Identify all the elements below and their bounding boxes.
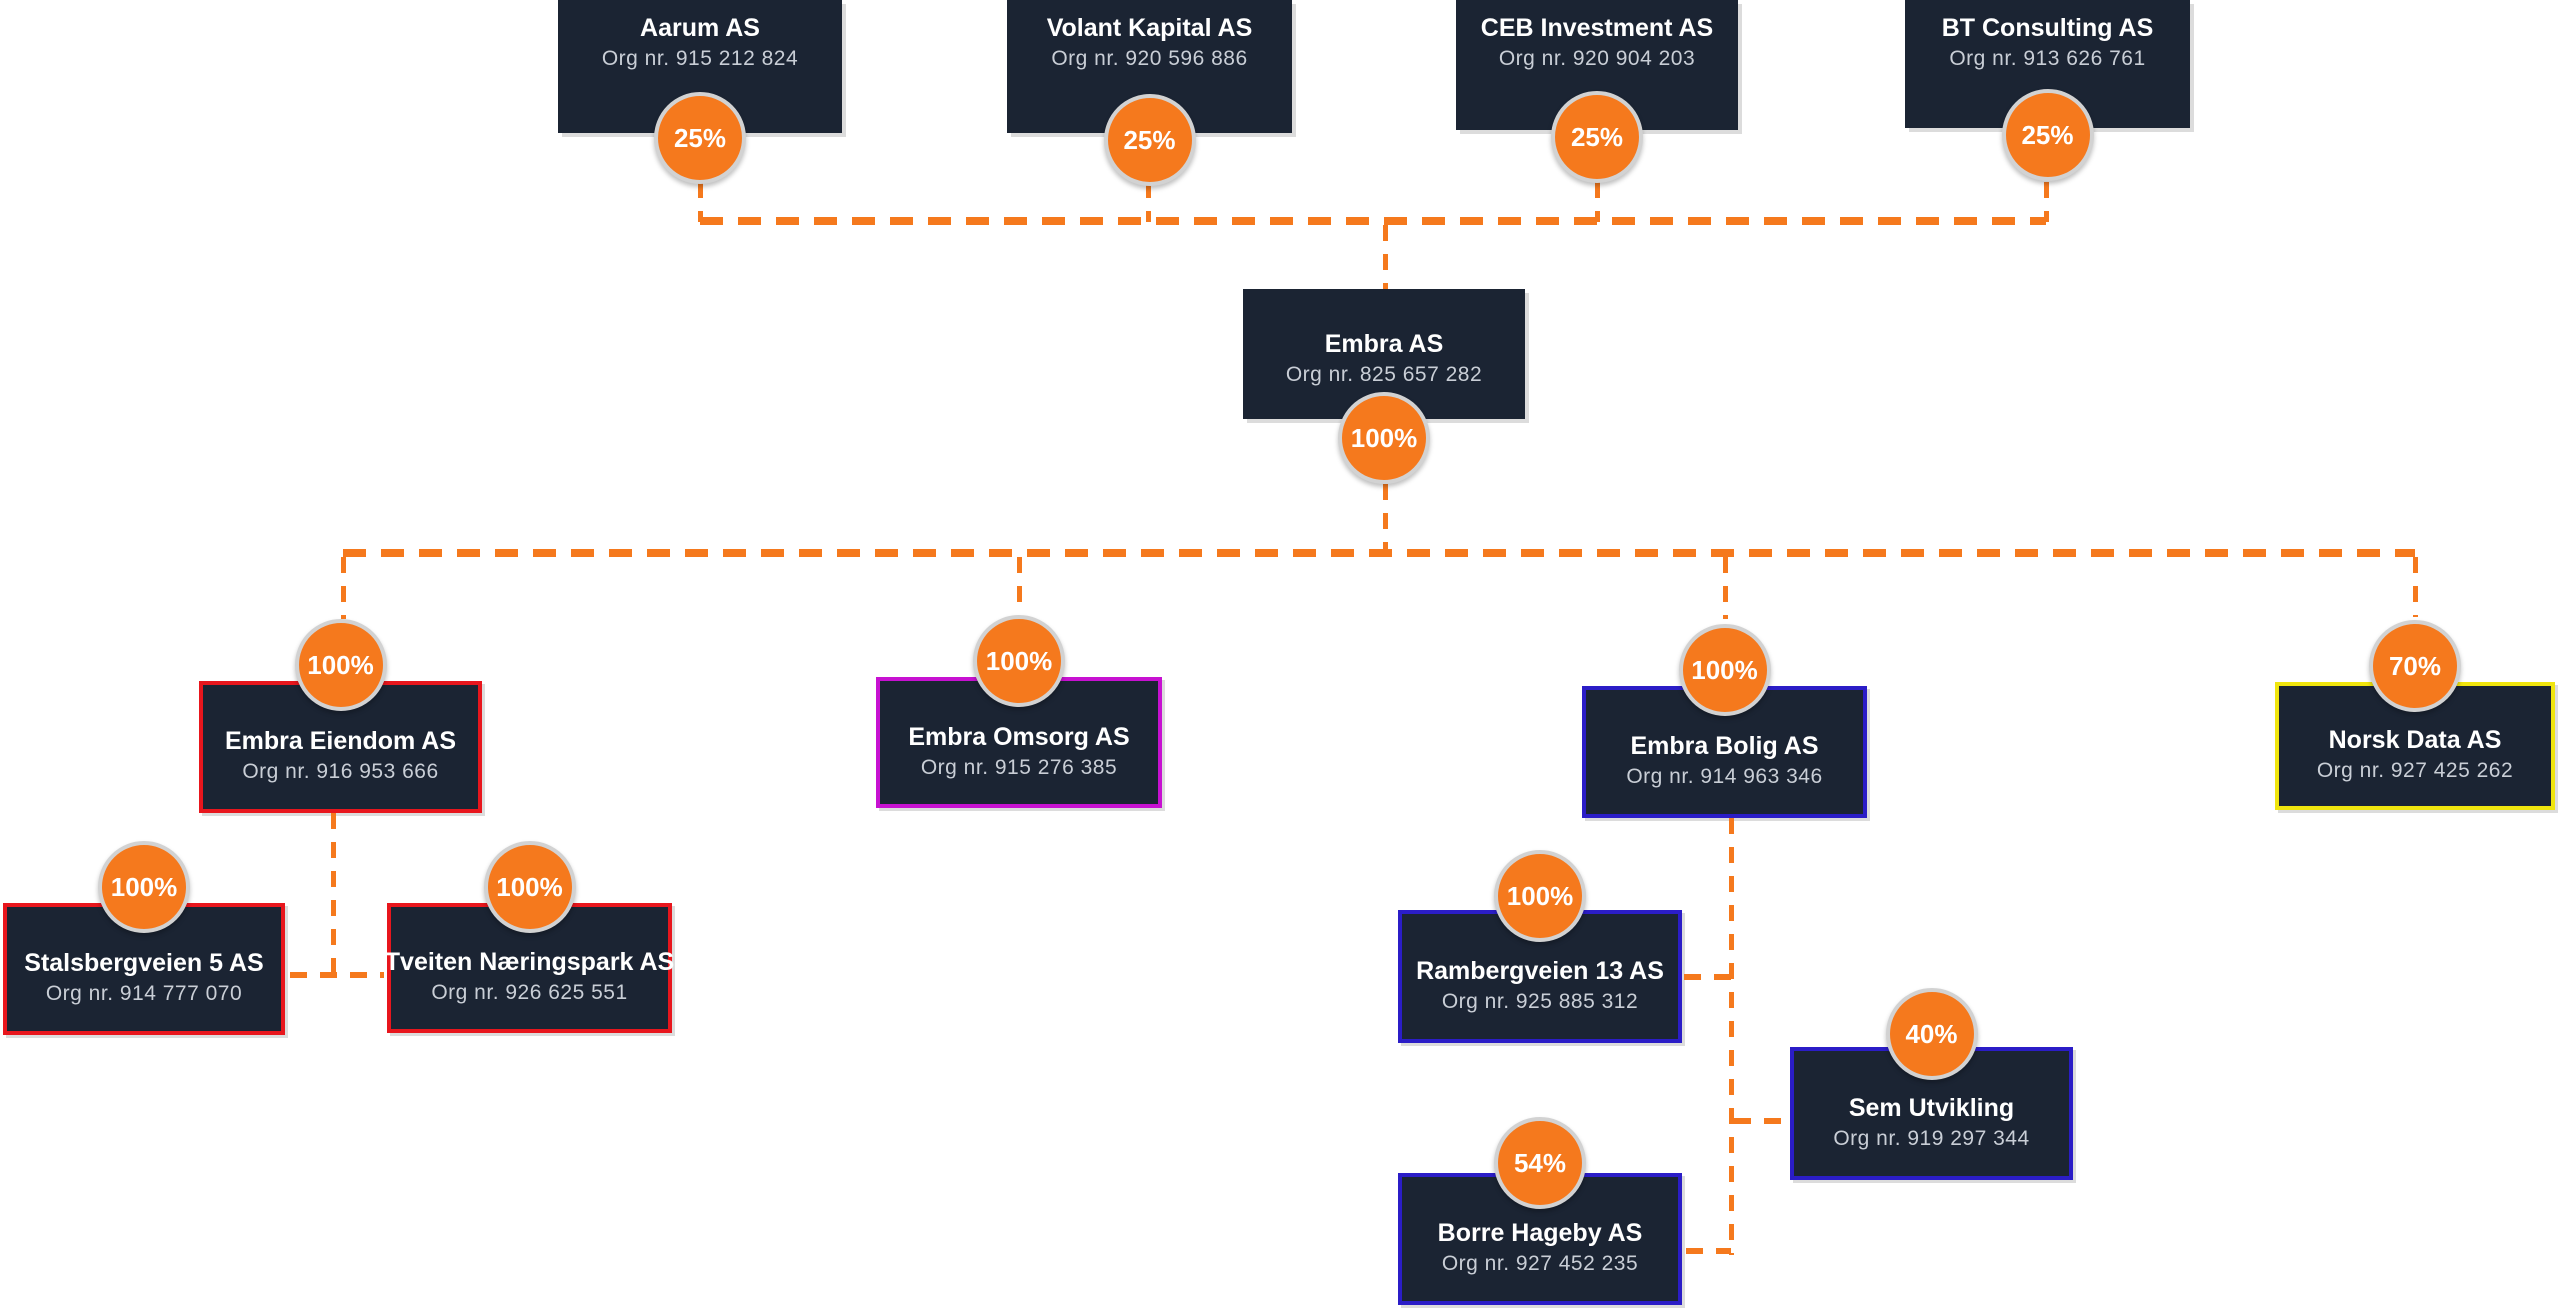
ownership-percentage: 70% — [2388, 650, 2442, 681]
company-node-omsorg: 100% Embra Omsorg AS Org nr. 915 276 385 — [876, 615, 1162, 808]
company-name: BT Consulting AS — [1941, 14, 2154, 42]
ownership-percentage-badge: 54% — [1494, 1117, 1586, 1209]
company-node-aarum: 25% Aarum AS Org nr. 915 212 824 — [558, 0, 842, 184]
ownership-percentage-badge: 25% — [2001, 89, 2094, 181]
company-name: Embra Bolig AS — [1630, 732, 1819, 760]
ownership-percentage: 100% — [1506, 880, 1574, 911]
company-name: Borre Hageby AS — [1437, 1219, 1643, 1247]
company-org-number: Org nr. 920 596 886 — [1051, 47, 1248, 70]
company-node-bolig: 100% Embra Bolig AS Org nr. 914 963 346 — [1582, 624, 1867, 818]
ownership-percentage-badge: 100% — [1678, 624, 1771, 716]
ownership-connector-line — [1734, 1118, 1788, 1124]
ownership-percentage: 54% — [1513, 1147, 1567, 1178]
ownership-connector-line — [1723, 557, 1728, 619]
company-name: Sem Utvikling — [1848, 1093, 2015, 1122]
company-org-number: Org nr. 915 276 385 — [920, 755, 1118, 779]
company-name: Embra Eiendom AS — [224, 727, 457, 755]
ownership-percentage: 100% — [307, 649, 374, 680]
ownership-connector-line — [1686, 1248, 1731, 1254]
ownership-connector-line — [698, 182, 703, 222]
ownership-percentage: 100% — [496, 871, 563, 902]
ownership-connector-line — [1017, 557, 1022, 611]
company-org-number: Org nr. 926 625 551 — [431, 981, 628, 1004]
company-name: Embra AS — [1324, 330, 1444, 358]
company-org-number: Org nr. 925 885 312 — [1441, 989, 1639, 1013]
company-name: Aarum AS — [640, 14, 760, 42]
ownership-connector-line — [343, 549, 2415, 557]
ownership-connector-line — [1383, 484, 1388, 550]
company-name: Volant Kapital AS — [1046, 14, 1253, 42]
ownership-percentage: 25% — [1123, 124, 1176, 155]
ownership-percentage: 25% — [2021, 119, 2074, 150]
company-org-number: Org nr. 913 626 761 — [1949, 47, 2146, 70]
ownership-connector-line — [1383, 225, 1388, 289]
ownership-percentage: 100% — [1691, 654, 1758, 685]
company-node-volant: 25% Volant Kapital AS Org nr. 920 596 88… — [1007, 0, 1292, 186]
ownership-percentage: 25% — [673, 122, 727, 153]
company-name: Embra Omsorg AS — [908, 722, 1130, 751]
ownership-percentage: 100% — [110, 871, 178, 902]
ownership-percentage: 40% — [1905, 1018, 1958, 1049]
ownership-percentage-badge: 100% — [1338, 392, 1430, 484]
ownership-percentage-badge: 100% — [98, 841, 190, 933]
ownership-percentage-badge: 25% — [654, 92, 746, 184]
company-node-embra: 100% Embra AS Org nr. 825 657 282 — [1243, 289, 1525, 484]
company-node-sem: 40% Sem Utvikling Org nr. 919 297 344 — [1790, 988, 2073, 1180]
ownership-connector-line — [1684, 974, 1731, 980]
ownership-percentage: 25% — [1570, 121, 1624, 152]
ownership-percentage-badge: 40% — [1885, 988, 1978, 1080]
company-org-number: Org nr. 914 777 070 — [45, 982, 243, 1005]
ownership-connector-line — [1595, 182, 1600, 222]
ownership-percentage-badge: 100% — [973, 615, 1065, 707]
ownership-connector-line — [341, 557, 346, 619]
ownership-percentage-badge: 100% — [483, 841, 576, 933]
ownership-connector-line — [2413, 557, 2418, 617]
ownership-connector-line — [1729, 818, 1734, 1255]
company-org-number: Org nr. 914 963 346 — [1626, 765, 1823, 788]
ownership-percentage-badge: 25% — [1103, 94, 1196, 186]
ownership-connector-line — [1146, 182, 1151, 222]
company-node-tveiten: 100% Tveiten Næringspark AS Org nr. 926 … — [384, 841, 675, 1033]
company-node-ceb: 25% CEB Investment AS Org nr. 920 904 20… — [1456, 0, 1738, 183]
company-name: Tveiten Næringspark AS — [384, 948, 675, 976]
ownership-connector-line — [2044, 182, 2049, 222]
ownership-percentage-badge: 100% — [294, 619, 387, 711]
company-node-borre: 54% Borre Hageby AS Org nr. 927 452 235 — [1398, 1117, 1682, 1305]
company-org-number: Org nr. 916 953 666 — [242, 760, 439, 783]
company-org-number: Org nr. 920 904 203 — [1498, 47, 1696, 70]
company-node-ramberg: 100% Rambergveien 13 AS Org nr. 925 885 … — [1398, 850, 1682, 1043]
ownership-connector-line — [700, 217, 2046, 225]
company-org-number: Org nr. 915 212 824 — [601, 47, 799, 70]
company-name: Stalsbergveien 5 AS — [24, 949, 264, 977]
ownership-percentage-badge: 70% — [2369, 620, 2461, 712]
company-name: Rambergveien 13 AS — [1416, 956, 1664, 985]
ownership-percentage: 100% — [985, 645, 1053, 676]
company-name: CEB Investment AS — [1480, 14, 1714, 42]
ownership-percentage-badge: 25% — [1551, 91, 1643, 183]
company-org-number: Org nr. 927 425 262 — [2316, 759, 2514, 782]
company-node-bt: 25% BT Consulting AS Org nr. 913 626 761 — [1905, 0, 2190, 181]
company-org-number: Org nr. 919 297 344 — [1833, 1126, 2030, 1150]
company-node-stalsberg: 100% Stalsbergveien 5 AS Org nr. 914 777… — [3, 841, 285, 1035]
ownership-connector-line — [290, 972, 384, 978]
ownership-percentage: 100% — [1350, 422, 1418, 453]
ownership-connector-line — [331, 813, 336, 975]
company-org-number: Org nr. 825 657 282 — [1285, 363, 1483, 386]
company-org-number: Org nr. 927 452 235 — [1441, 1252, 1639, 1275]
ownership-percentage-badge: 100% — [1494, 850, 1586, 942]
company-node-norsk: 70% Norsk Data AS Org nr. 927 425 262 — [2275, 620, 2555, 810]
company-node-eiendom: 100% Embra Eiendom AS Org nr. 916 953 66… — [199, 619, 482, 813]
company-name: Norsk Data AS — [2328, 726, 2502, 754]
